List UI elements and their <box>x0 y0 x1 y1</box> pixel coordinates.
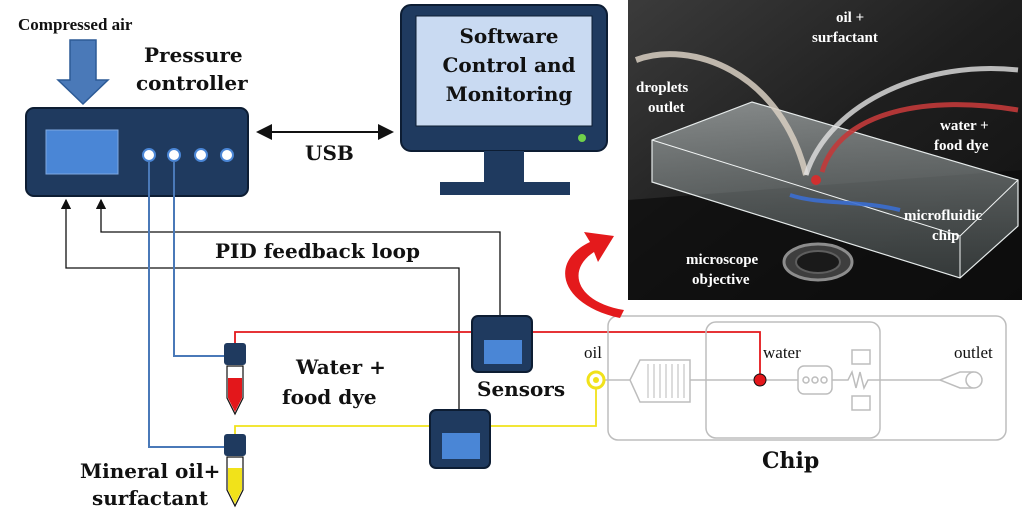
mineral-oil-label-2: surfactant <box>92 486 209 510</box>
chip-photo <box>628 0 1022 300</box>
photo-water-label-1: water + <box>940 118 989 134</box>
compressed-air-arrow-icon <box>56 39 110 106</box>
controller-screen <box>45 129 119 175</box>
water-dye-label-2: food dye <box>282 385 377 409</box>
pressure-controller <box>25 107 249 197</box>
photo-droplets-label-1: droplets <box>636 80 688 96</box>
software-label-2: Control and <box>443 53 576 77</box>
chip-label: Chip <box>762 448 819 474</box>
oil-line <box>234 380 597 434</box>
pid-label: PID feedback loop <box>215 239 420 263</box>
chip-oil-label: oil <box>584 343 602 362</box>
photo-microscope-label-2: objective <box>692 272 750 288</box>
photo-microfluidic-label-1: microfluidic <box>904 208 982 224</box>
chip-ports <box>586 370 983 390</box>
water-dye-label-1: Water + <box>295 355 386 379</box>
chip-water-label: water <box>763 343 801 362</box>
pressure-tubes <box>148 161 224 448</box>
photo-microscope-label-1: microscope <box>686 252 759 268</box>
pressure-controller-label-2: controller <box>136 71 248 95</box>
pressure-controller-label-1: Pressure <box>144 43 243 67</box>
oil-vial-icon <box>224 434 246 508</box>
photo-oil-label-2: surfactant <box>812 30 878 46</box>
water-sensor <box>471 315 533 373</box>
photo-droplets-label-2: outlet <box>648 100 685 116</box>
oil-sensor <box>429 409 491 469</box>
usb-label: USB <box>305 141 354 165</box>
chip-schematic <box>604 315 1007 441</box>
chip-outlet-label: outlet <box>954 343 993 362</box>
compressed-air-label: Compressed air <box>18 15 133 34</box>
controller-ports <box>142 148 234 162</box>
sensors-label: Sensors <box>477 377 565 401</box>
software-label-1: Software <box>459 24 558 48</box>
photo-water-label-2: food dye <box>934 138 989 154</box>
mineral-oil-label-1: Mineral oil+ <box>80 459 220 483</box>
software-label-3: Monitoring <box>446 82 573 106</box>
pid-feedback-loop <box>60 198 501 410</box>
curved-arrow-icon <box>565 232 624 318</box>
photo-microfluidic-label-2: chip <box>932 228 960 244</box>
water-vial-icon <box>224 343 246 416</box>
photo-oil-label-1: oil + <box>836 10 864 26</box>
monitor-icon <box>400 4 608 195</box>
